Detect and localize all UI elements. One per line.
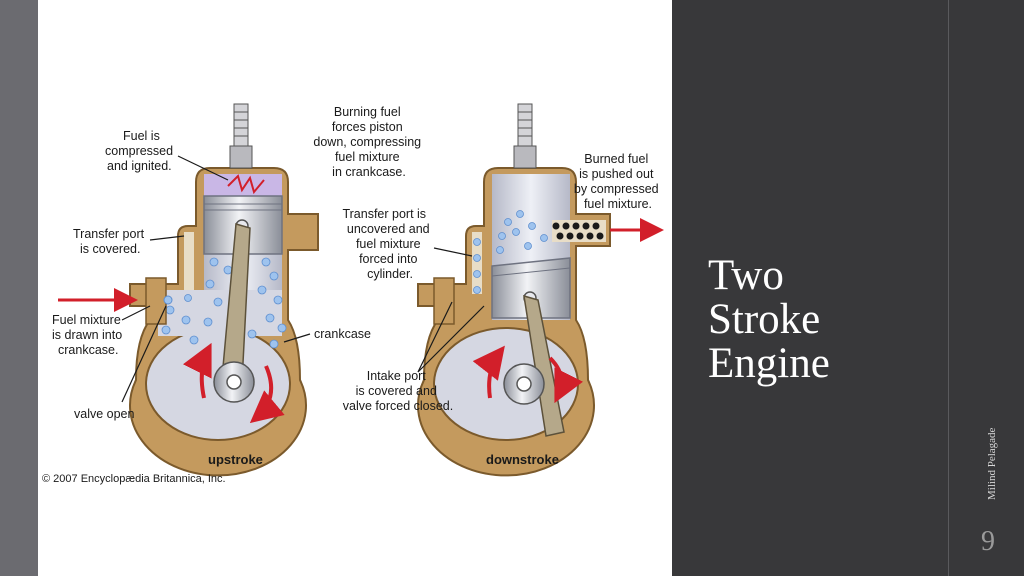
left-strip <box>0 0 38 576</box>
label-burning-fuel: Burning fuel forces piston down, compres… <box>313 105 424 179</box>
burned-fuel-particles <box>552 222 604 240</box>
label-fuel-drawn: Fuel mixture is drawn into crankcase. <box>52 313 126 357</box>
spark-plug-icon <box>513 103 537 169</box>
slide-title: Two Stroke Engine <box>708 254 928 386</box>
leader-lines <box>121 155 311 403</box>
label-intake-port: Intake port is covered and valve forced … <box>343 369 453 413</box>
spark-plug-icon <box>229 103 253 169</box>
downstroke-piston <box>491 257 571 319</box>
label-transfer-port-covered: Transfer port is covered. <box>73 227 148 256</box>
fuel-mixture-bubbles <box>473 210 548 294</box>
upstroke-caption: upstroke <box>208 452 263 467</box>
label-crankcase: crankcase <box>314 327 371 341</box>
intake-valve <box>145 277 167 325</box>
ignition-spark-icon <box>227 174 265 195</box>
label-burned-fuel: Burned fuel is pushed out by compressed … <box>574 152 662 211</box>
rotation-arrow-icon <box>182 342 212 399</box>
divider-line <box>948 0 949 576</box>
upstroke-engine: Fuel is compressed and ignited. Transfer… <box>52 103 424 477</box>
page-number: 9 <box>981 526 995 557</box>
author-name: Milind Pelagade <box>986 427 998 500</box>
copyright-notice: © 2007 Encyclopædia Britannica, Inc. <box>42 473 226 485</box>
label-fuel-compressed: Fuel is compressed and ignited. <box>105 129 177 173</box>
side-panel <box>672 0 1024 576</box>
leader-lines <box>417 247 485 373</box>
transfer-port <box>472 232 482 294</box>
title-line: Engine <box>708 340 830 387</box>
rotation-arrow-icon <box>472 345 505 399</box>
title-line: Two <box>708 252 784 299</box>
intake-valve <box>433 277 455 325</box>
downstroke-caption: downstroke <box>486 452 559 467</box>
transfer-port <box>184 232 194 294</box>
two-stroke-engine-diagram: Fuel is compressed and ignited. Transfer… <box>42 103 664 485</box>
rotation-arrow-icon <box>249 365 285 424</box>
downstroke-engine: Transfer port is uncovered and fuel mixt… <box>342 103 664 477</box>
title-line: Stroke <box>708 296 821 343</box>
label-transfer-port-uncovered: Transfer port is uncovered and fuel mixt… <box>342 207 433 281</box>
crankcase-upper <box>158 290 282 336</box>
combustion-chamber <box>204 174 282 196</box>
rotation-arrow-icon <box>548 356 584 404</box>
fuel-mixture-bubbles <box>161 257 287 349</box>
label-valve-open: valve open <box>74 407 135 421</box>
